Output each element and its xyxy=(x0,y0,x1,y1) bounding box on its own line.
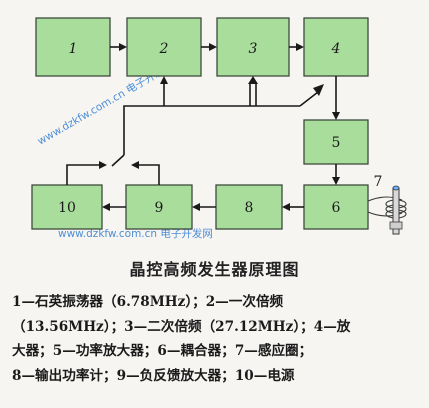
svg-text:5: 5 xyxy=(332,135,341,151)
legend-line-2: （13.56MHz）；3—二次倍频（27.12MHz）；4—放 xyxy=(12,318,351,335)
block-8: 8 xyxy=(215,184,283,230)
svg-text:1: 1 xyxy=(69,41,78,57)
block-1: 1 xyxy=(35,17,111,77)
coil-label: 7 xyxy=(374,174,383,190)
svg-text:6: 6 xyxy=(332,200,341,216)
arrow-3-to-4 xyxy=(289,43,304,51)
arrow-6-to-8 xyxy=(282,203,304,211)
svg-text:4: 4 xyxy=(331,41,341,57)
svg-text:10: 10 xyxy=(58,200,76,216)
arrow-1-to-2 xyxy=(110,43,127,51)
svg-text:3: 3 xyxy=(249,41,258,57)
arrow-2-to-3 xyxy=(201,43,217,51)
arrow-9-up xyxy=(131,161,160,185)
block-3: 3 xyxy=(216,17,290,77)
supply-bus xyxy=(123,76,324,155)
block-diagram: www.dzkfw.com.cn 电子开发网 www.dzkfw.com.cn … xyxy=(31,17,407,240)
diagram-caption: 晶控高频发生器原理图 xyxy=(129,260,300,279)
legend: 1—石英振荡器（6.78MHz）；2—一次倍频 （13.56MHz）；3—二次倍… xyxy=(12,290,422,388)
arrow-4-to-5 xyxy=(332,76,340,120)
power-switch-line xyxy=(66,154,125,185)
watermark-bottom: www.dzkfw.com.cn 电子开发网 xyxy=(58,227,213,240)
block-10: 10 xyxy=(31,184,103,230)
block-9: 9 xyxy=(125,184,193,230)
legend-line-3: 大器；5—功率放大器；6—耦合器；7—感应圈； xyxy=(12,343,313,359)
arrow-5-to-6 xyxy=(332,164,340,185)
svg-text:9: 9 xyxy=(155,200,164,216)
block-2: 2 xyxy=(126,17,202,77)
block-4: 4 xyxy=(303,17,369,77)
svg-text:8: 8 xyxy=(245,200,254,216)
arrow-8-to-9 xyxy=(192,203,216,211)
induction-coil xyxy=(367,185,407,235)
block-5: 5 xyxy=(303,119,369,165)
block-6: 6 xyxy=(303,184,369,230)
arrow-9-to-10 xyxy=(102,203,126,211)
svg-text:2: 2 xyxy=(159,41,169,57)
legend-line-1: 1—石英振荡器（6.78MHz）；2—一次倍频 xyxy=(12,294,284,310)
legend-line-4: 8—输出功率计；9—负反馈放大器；10—电源 xyxy=(12,367,295,384)
